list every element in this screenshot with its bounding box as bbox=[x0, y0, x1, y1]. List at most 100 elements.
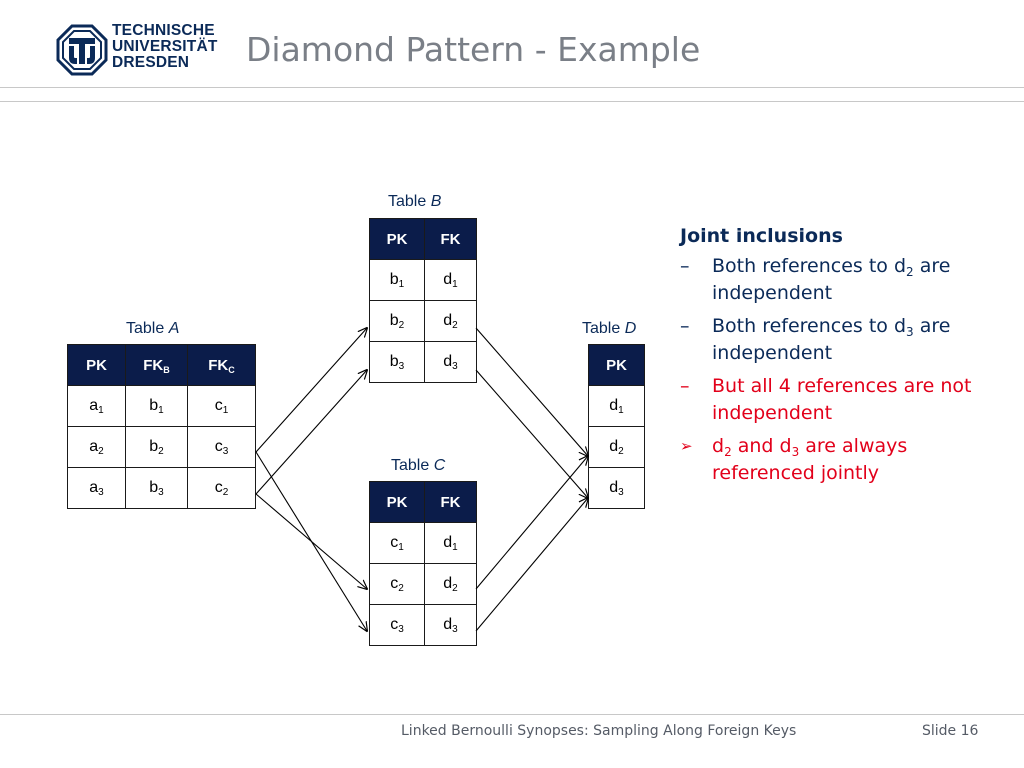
cell-subscript: 3 bbox=[158, 487, 164, 498]
cell-subscript: B bbox=[163, 364, 170, 375]
cell-text: PK bbox=[386, 493, 408, 511]
cell-text: FK bbox=[208, 356, 229, 374]
table-cell: a2 bbox=[67, 426, 126, 468]
slide-number: Slide 16 bbox=[922, 723, 979, 739]
cell-subscript: 1 bbox=[452, 279, 458, 290]
cell-text: d bbox=[609, 479, 619, 496]
table-cell: c2 bbox=[369, 563, 425, 605]
column-header: PK bbox=[588, 344, 645, 386]
table-cell: d2 bbox=[588, 426, 645, 468]
caption-prefix: Table bbox=[391, 457, 430, 474]
column-header: FK bbox=[424, 481, 477, 523]
cell-subscript: 3 bbox=[398, 361, 405, 372]
cell-subscript: 3 bbox=[398, 624, 404, 635]
cell-text: d bbox=[443, 271, 453, 288]
caption-name: D bbox=[624, 320, 637, 337]
table-cell: c2 bbox=[187, 467, 256, 509]
cell-subscript: 1 bbox=[98, 405, 104, 416]
table-cell: d1 bbox=[424, 259, 477, 301]
cell-text: d bbox=[609, 438, 619, 455]
cell-text: d bbox=[609, 397, 619, 414]
cell-text: d bbox=[443, 353, 453, 370]
notes-bullets: –Both references to d2 are independent–B… bbox=[680, 253, 980, 487]
table-cell: c3 bbox=[369, 604, 425, 646]
footer-divider bbox=[0, 714, 1024, 715]
cell-text: c bbox=[214, 479, 223, 496]
note-bullet: ➢d2 and d3 are always referenced jointly bbox=[680, 433, 980, 487]
table-cell: b2 bbox=[369, 300, 425, 342]
cell-text: a bbox=[89, 397, 99, 414]
note-bullet: –But all 4 references are not independen… bbox=[680, 373, 980, 427]
column-header: FKC bbox=[187, 344, 256, 386]
cell-text: d bbox=[443, 534, 453, 551]
cell-text: b bbox=[389, 271, 399, 288]
tu-dresden-logo-icon bbox=[56, 24, 108, 76]
column-header: PK bbox=[369, 218, 425, 260]
cell-text: PK bbox=[386, 230, 408, 248]
cell-subscript: 3 bbox=[452, 361, 458, 372]
cell-subscript: 2 bbox=[398, 583, 404, 594]
header-divider-lower bbox=[0, 101, 1024, 102]
arrow-c3-to-d3 bbox=[475, 498, 588, 632]
caption-prefix: Table bbox=[388, 193, 427, 210]
cell-text: c bbox=[390, 534, 399, 551]
arrow-a2-to-b2 bbox=[255, 328, 367, 453]
wordmark-line-2: UNIVERSITÄT bbox=[112, 38, 218, 55]
table-cell: d3 bbox=[424, 341, 477, 383]
caption-prefix: Table bbox=[126, 320, 165, 337]
cell-subscript: 1 bbox=[618, 405, 624, 416]
header-row: PK FK bbox=[369, 481, 477, 523]
cell-text: c bbox=[390, 575, 399, 592]
table-cell: b2 bbox=[125, 426, 188, 468]
cell-subscript: 1 bbox=[158, 405, 164, 416]
table-row: d1 bbox=[588, 385, 645, 427]
cell-text: c bbox=[214, 438, 223, 455]
cell-subscript: 1 bbox=[222, 405, 229, 416]
wordmark-line-3: DRESDEN bbox=[112, 54, 190, 71]
cell-subscript: 3 bbox=[452, 624, 458, 635]
arrow-b2-to-d2 bbox=[475, 327, 588, 456]
note-bullet: –Both references to d2 are independent bbox=[680, 253, 980, 307]
notes-heading: Joint inclusions bbox=[680, 225, 843, 247]
cell-subscript: 2 bbox=[222, 487, 229, 498]
cell-subscript: 1 bbox=[398, 542, 404, 553]
caption-name: C bbox=[433, 457, 446, 474]
table-cell: a1 bbox=[67, 385, 126, 427]
cell-text: d bbox=[443, 575, 453, 592]
note-text: Both references to d3 are independent bbox=[712, 315, 951, 364]
dash-bullet-icon: – bbox=[680, 315, 690, 337]
table-cell: c1 bbox=[187, 385, 256, 427]
table-cell: d1 bbox=[588, 385, 645, 427]
cell-text: c bbox=[214, 397, 223, 414]
cell-text: d bbox=[443, 616, 453, 633]
cell-subscript: 2 bbox=[452, 583, 458, 594]
footer-title: Linked Bernoulli Synopses: Sampling Alon… bbox=[401, 723, 797, 739]
cell-text: b bbox=[389, 312, 399, 329]
table-cell: d2 bbox=[424, 563, 477, 605]
note-text: But all 4 references are not independent bbox=[712, 375, 972, 424]
cell-text: b bbox=[149, 479, 159, 496]
cell-text: d bbox=[443, 312, 453, 329]
dash-bullet-icon: – bbox=[680, 375, 690, 397]
cell-subscript: 1 bbox=[452, 542, 458, 553]
cell-subscript: 2 bbox=[618, 446, 624, 457]
note-text: Both references to d2 are independent bbox=[712, 255, 951, 304]
cell-subscript: C bbox=[228, 364, 235, 375]
cell-text: b bbox=[389, 353, 399, 370]
table-cell: d2 bbox=[424, 300, 477, 342]
table-cell: b3 bbox=[369, 341, 425, 383]
cell-subscript: 3 bbox=[98, 487, 104, 498]
dash-bullet-icon: – bbox=[680, 255, 690, 277]
